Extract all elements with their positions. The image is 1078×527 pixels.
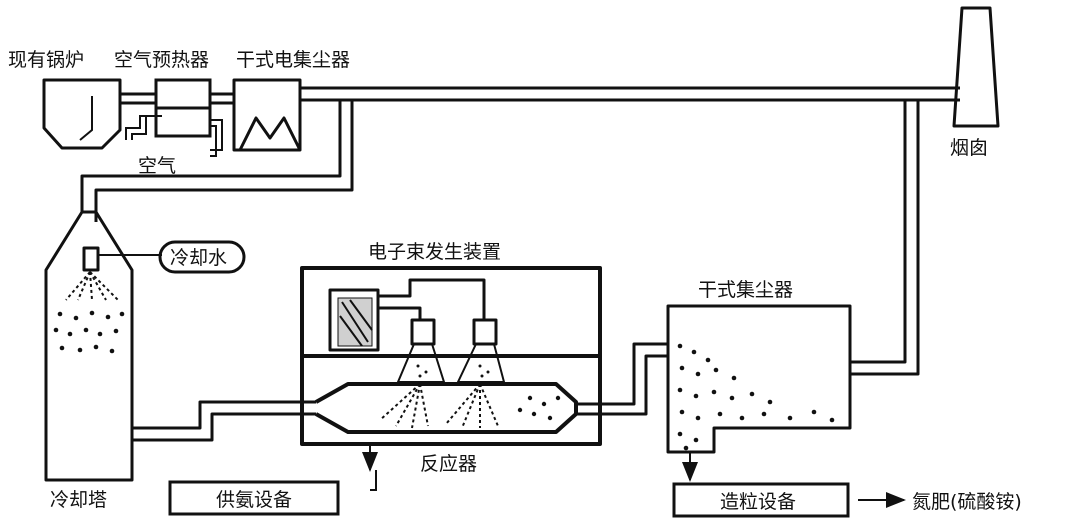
granulation-box	[672, 482, 850, 518]
label-air-preheater: 空气预热器	[114, 49, 209, 71]
duct-preheater-esp	[210, 92, 234, 105]
water-spray	[65, 271, 119, 301]
label-cooling-tower: 冷却塔	[50, 489, 107, 511]
label-boiler: 现有锅炉	[8, 49, 84, 71]
duct-boiler-preheater	[120, 92, 156, 105]
label-electron-beam: 电子束发生装置	[368, 241, 501, 263]
beam-spray	[379, 383, 499, 429]
label-dry-collector: 干式集尘器	[698, 279, 793, 301]
boiler-unit	[42, 78, 122, 150]
dry-collector-unit	[666, 304, 852, 454]
label-ammonia-supply: 供氨设备	[216, 489, 292, 511]
collected-dust	[677, 343, 835, 451]
label-air: 空气	[138, 155, 176, 177]
dry-esp-unit	[232, 78, 302, 152]
reactor-vessel	[315, 342, 668, 434]
label-chimney: 烟囱	[950, 137, 988, 159]
label-reactor: 反应器	[420, 453, 477, 475]
label-dry-esp: 干式电集尘器	[236, 49, 350, 71]
cooling-tower-unit	[44, 210, 162, 482]
duct-to-cooling-tower	[80, 100, 354, 222]
label-granulation: 造粒设备	[720, 491, 796, 513]
duct-tower-reactor	[132, 400, 316, 442]
clean-gas-return-duct	[850, 100, 920, 376]
beam-cones	[396, 343, 506, 383]
label-cooling-water: 冷却水	[170, 247, 227, 269]
droplets	[53, 310, 125, 354]
electron-beam-housing	[300, 266, 602, 446]
ammonia-supply-box	[168, 480, 340, 516]
electron-beam-source	[328, 278, 498, 352]
ammonia-line	[362, 444, 378, 491]
main-flue-duct	[300, 86, 960, 102]
air-preheater-unit	[125, 78, 223, 157]
label-product: 氮肥(硫酸铵)	[912, 491, 1022, 513]
cooling-water-callout	[158, 240, 246, 274]
chimney	[952, 6, 1000, 128]
